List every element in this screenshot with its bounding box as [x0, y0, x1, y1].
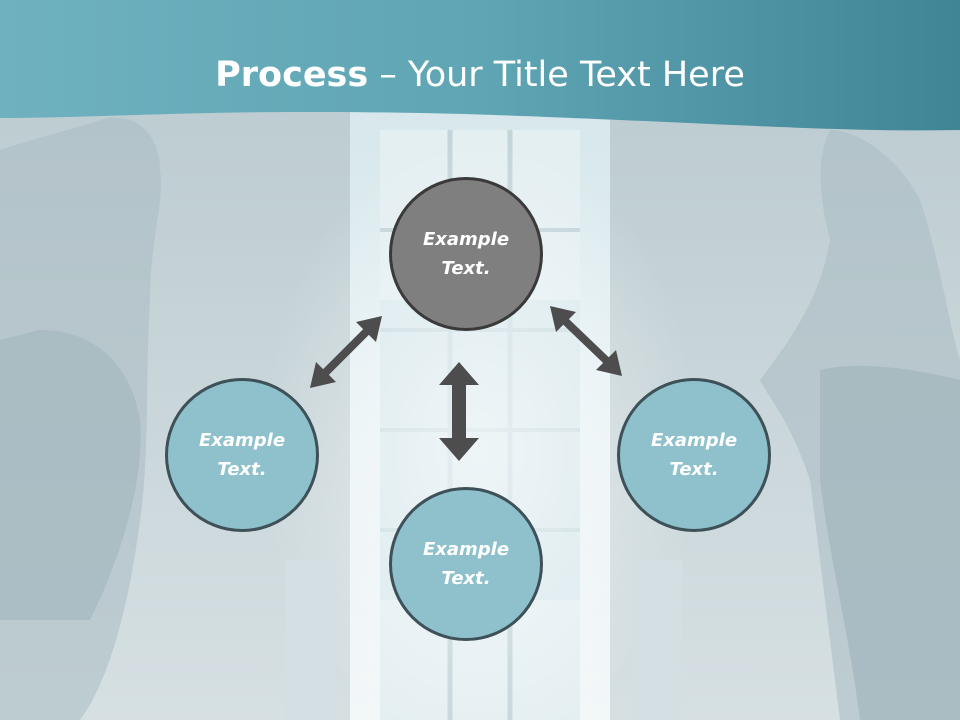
- node-bottom-label: Example Text.: [422, 539, 510, 589]
- node-left-label: Example Text.: [198, 430, 286, 480]
- process-node-top: Example Text.: [389, 177, 543, 331]
- node-top-label: Example Text.: [422, 229, 510, 279]
- arrow-top-right: [550, 306, 622, 376]
- arrow-top-left: [310, 316, 382, 388]
- title-rest: – Your Title Text Here: [368, 55, 745, 95]
- process-node-bottom: Example Text.: [389, 487, 543, 641]
- page-title: Process – Your Title Text Here: [0, 50, 960, 100]
- node-right-label: Example Text.: [650, 430, 738, 480]
- process-node-right: Example Text.: [617, 378, 771, 532]
- arrow-top-bottom: [439, 362, 479, 461]
- title-bold: Process: [215, 55, 369, 95]
- process-node-left: Example Text.: [165, 378, 319, 532]
